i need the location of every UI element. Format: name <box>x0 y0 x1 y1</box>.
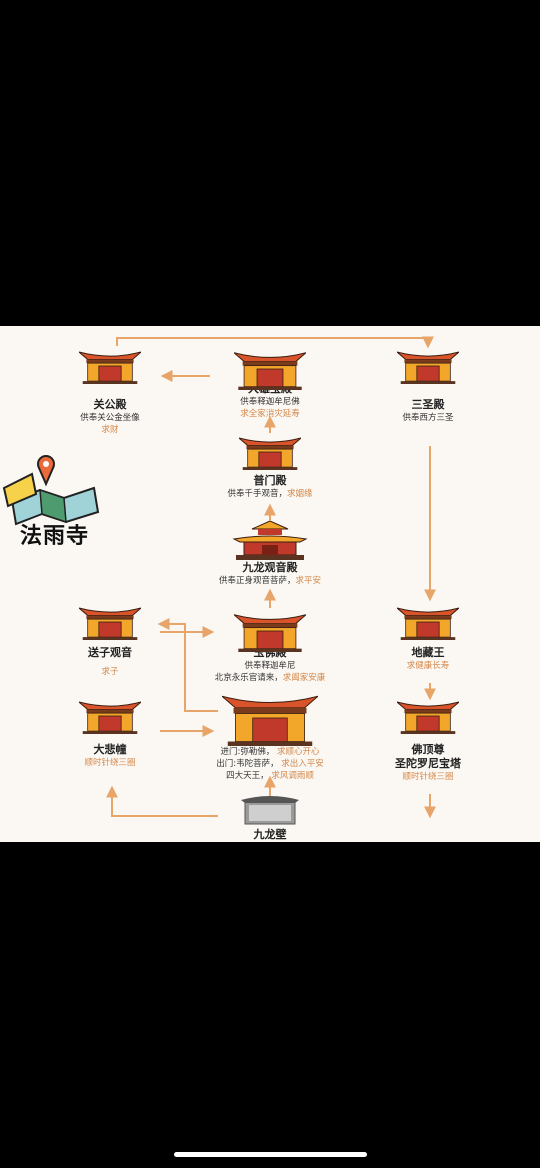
arrow-tianwang-to-dabei <box>106 785 218 817</box>
temple-fuding-icon <box>397 701 459 734</box>
home-indicator[interactable] <box>174 1152 367 1157</box>
temple-guangong-icon <box>79 351 141 384</box>
temple-title: 法雨寺 <box>20 524 90 549</box>
hall-songzi: 送子观音 求子 <box>88 646 132 677</box>
hall-guangong: 关公殿 供奉关公金坐像 求财 <box>80 398 140 435</box>
hall-dabei: 大悲幢 顺时针绕三圈 <box>84 743 136 768</box>
temple-jiulong-guanyin-icon <box>232 521 308 560</box>
temple-tianwang-icon <box>222 695 318 746</box>
temple-daxiong-icon <box>234 352 306 390</box>
arrow-top-to-sansheng <box>116 336 434 349</box>
hall-fuding: 佛顶尊 圣陀罗尼宝塔 顺时针绕三圈 <box>395 743 461 782</box>
hall-sansheng: 三圣殿 供奉西方三圣 <box>402 398 454 423</box>
hall-pumen: 普门殿 供奉千手观音，求姻缘 <box>227 474 313 499</box>
route-arrows <box>106 336 436 819</box>
hall-jiulong-guanyin: 九龙观音殿 供奉正身观音菩萨，求平安 <box>218 561 322 586</box>
temple-pumen-icon <box>239 437 301 470</box>
map-pin-icon <box>2 455 100 526</box>
temple-sansheng-icon <box>397 351 459 384</box>
nine-dragon-wall-icon <box>241 796 299 825</box>
arrow-tianwang-to-songzi <box>157 618 218 712</box>
temple-dabei-icon <box>79 701 141 734</box>
temple-songzi-icon <box>79 607 141 640</box>
temple-yufo-icon <box>234 614 306 652</box>
diagram-area: 法雨寺 关公殿 供奉关公金坐像 求财 大雄宝殿 供奉释迦牟尼佛 求全家消灾延寿 … <box>0 326 540 842</box>
hall-dizang: 地藏王 求健康长寿 <box>406 646 450 671</box>
hall-jiulongbi: 九龙壁 <box>253 828 287 841</box>
temple-dizang-icon <box>397 607 459 640</box>
